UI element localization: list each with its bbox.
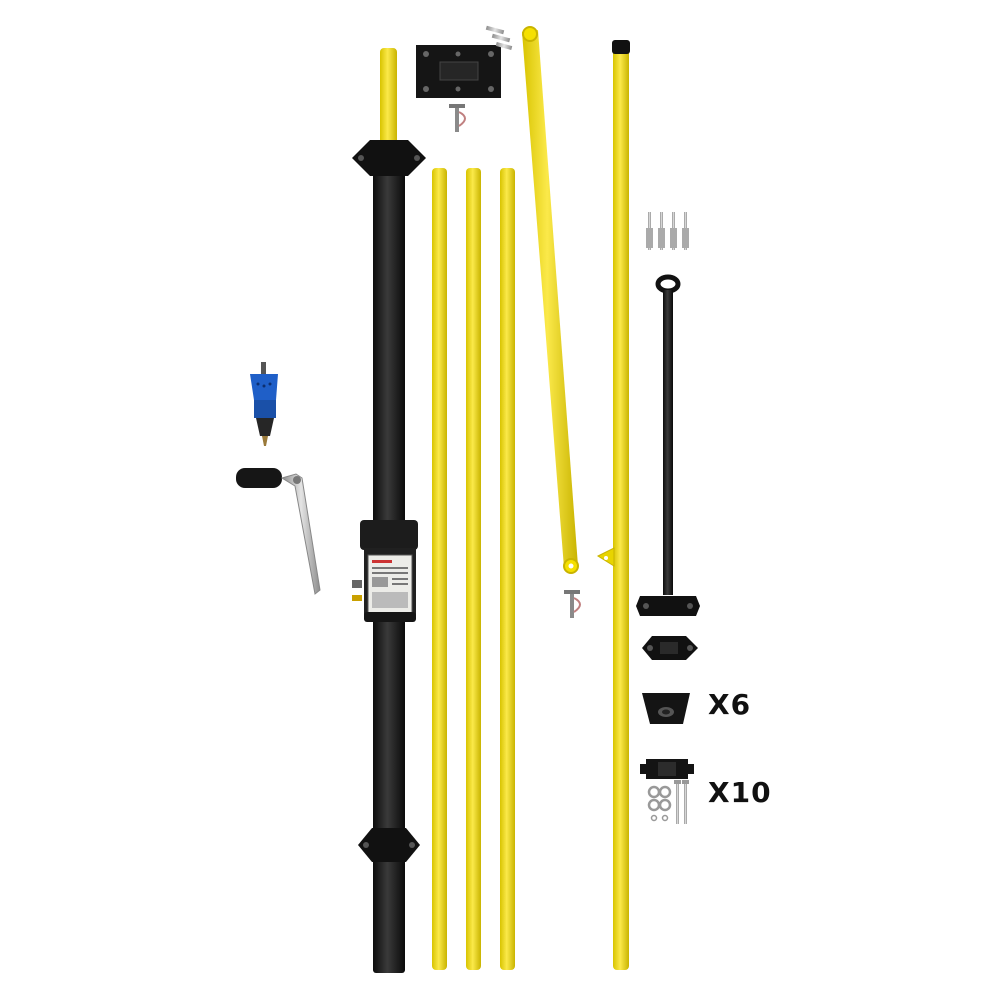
pole-section-1 [432, 168, 447, 970]
black-t-bar [636, 274, 700, 616]
pole-section-3 [500, 168, 515, 970]
clamp-plate [642, 636, 698, 660]
bracket-icon [642, 693, 690, 724]
clamp-icon [640, 759, 694, 779]
pin-bottom [564, 590, 581, 618]
mast-top-bracket [352, 140, 426, 176]
pin-top [449, 104, 466, 132]
rivets [646, 212, 689, 250]
screws [485, 25, 513, 51]
pole-end-cap [612, 40, 630, 54]
bracket-quantity-label: X6 [708, 688, 752, 721]
diagonal-brace [522, 26, 579, 574]
bolt-set [647, 780, 689, 824]
mast-black-upper-tube [373, 145, 405, 530]
crank-handle [236, 468, 321, 595]
mast-bottom-bracket [358, 828, 420, 862]
mast-black-lower-tube [373, 615, 405, 973]
rivet-tool [250, 362, 278, 446]
tall-yellow-pole [596, 40, 630, 970]
pole-section-2 [466, 168, 481, 970]
mounting-plate [416, 45, 501, 98]
clamp-quantity-label: X10 [708, 776, 772, 809]
main-mast [352, 48, 426, 973]
winch [352, 520, 418, 622]
mast-yellow-top-section [380, 48, 397, 148]
yellow-pole-sections [432, 168, 515, 970]
